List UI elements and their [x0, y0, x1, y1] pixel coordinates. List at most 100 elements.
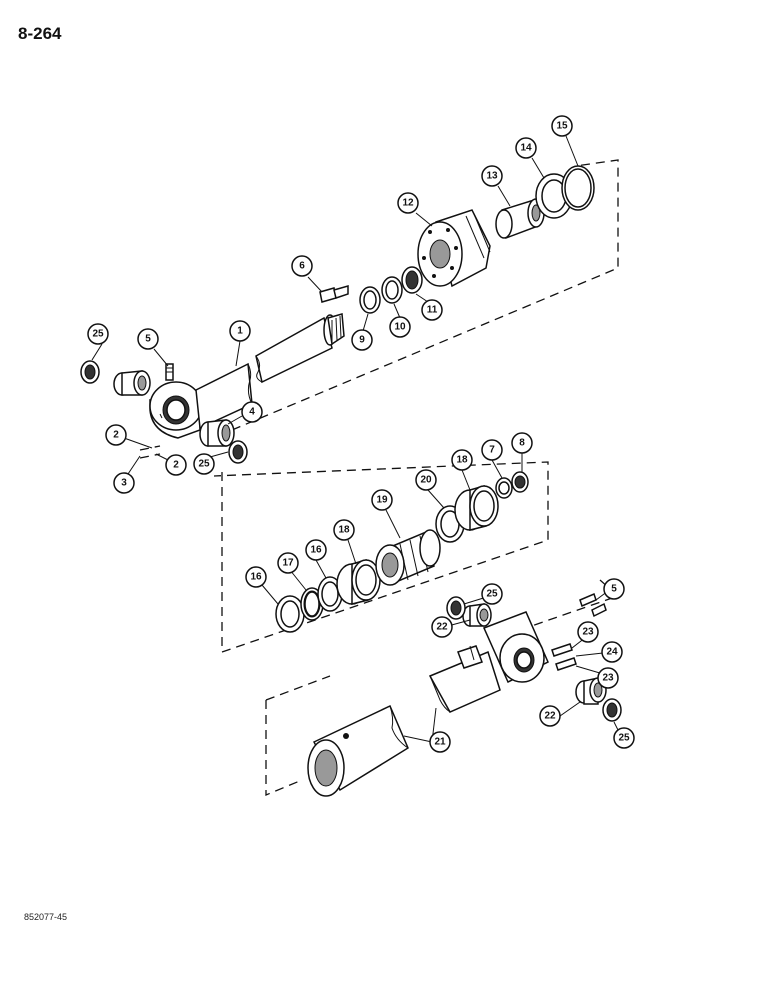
callout-21: 21: [429, 731, 451, 753]
ring-17-part: [300, 587, 324, 621]
svg-text:25: 25: [198, 459, 210, 470]
seal-16-right-part: [317, 576, 343, 612]
svg-text:22: 22: [544, 711, 556, 722]
grease-fitting-lower-part: [579, 592, 607, 618]
svg-text:15: 15: [556, 121, 568, 132]
callout-4: 4: [241, 401, 263, 423]
bolt-part: [319, 285, 349, 303]
callout-22-lower: 22: [539, 705, 561, 727]
svg-text:5: 5: [145, 334, 151, 345]
svg-text:21: 21: [434, 737, 446, 748]
seal-lower-upper-part: [446, 596, 466, 620]
callout-6: 6: [291, 255, 313, 277]
callout-24: 24: [601, 641, 623, 663]
callout-14: 14: [515, 137, 537, 159]
ring-9-part: [359, 286, 381, 314]
callout-13: 13: [481, 165, 503, 187]
svg-text:17: 17: [282, 558, 294, 569]
piston-head-part: [417, 209, 491, 288]
bearing-18-right-part: [454, 485, 499, 531]
seal-16-left-part: [275, 595, 305, 633]
bushing-22-lower-part: [575, 677, 607, 705]
callout-9: 9: [351, 329, 373, 351]
snap-ring-part: [561, 165, 595, 211]
callout-25-lower-lower: 25: [613, 727, 635, 749]
figure-code: 852077-45: [24, 912, 68, 922]
svg-text:25: 25: [486, 589, 498, 600]
bushing-22-upper-part: [462, 603, 492, 627]
ring-11-part: [401, 266, 423, 294]
callout-1: 1: [229, 320, 251, 342]
callout-11: 11: [421, 299, 443, 321]
svg-text:11: 11: [427, 305, 438, 316]
seal-upper-right-part: [228, 440, 248, 464]
callout-18-left: 18: [333, 519, 355, 541]
callout-23-upper: 23: [577, 621, 599, 643]
svg-text:22: 22: [436, 622, 448, 633]
callout-5-lower: 5: [603, 578, 625, 600]
callout-15: 15: [551, 115, 573, 137]
rod-eye-part: [149, 381, 203, 439]
seal-upper-left-part: [80, 360, 100, 384]
dashed-outline-middle: [213, 461, 549, 653]
ring-7-part: [495, 477, 513, 499]
fitting-23-24-part: [551, 643, 577, 671]
svg-text:7: 7: [489, 445, 495, 456]
barrel-part: [307, 611, 549, 797]
svg-text:10: 10: [394, 322, 406, 333]
svg-text:9: 9: [359, 335, 365, 346]
svg-text:1: 1: [237, 326, 243, 337]
callout-10: 10: [389, 316, 411, 338]
callout-12: 12: [397, 192, 419, 214]
svg-text:8: 8: [519, 438, 525, 449]
svg-text:19: 19: [376, 495, 388, 506]
svg-text:25: 25: [618, 733, 630, 744]
callout-5-upper: 5: [137, 328, 159, 350]
ring-10-part: [381, 276, 403, 304]
svg-text:18: 18: [338, 525, 350, 536]
callout-17: 17: [277, 552, 299, 574]
leader-lines: [91, 135, 623, 743]
svg-text:23: 23: [582, 627, 594, 638]
seal-lower-lower-part: [602, 698, 622, 722]
callout-19: 19: [371, 489, 393, 511]
svg-text:13: 13: [486, 171, 498, 182]
svg-text:24: 24: [606, 647, 618, 658]
svg-text:25: 25: [92, 329, 104, 340]
callout-7: 7: [481, 439, 503, 461]
callout-23-lower: 23: [597, 667, 619, 689]
dashed-outline-lower: [265, 579, 620, 796]
callout-18-right: 18: [451, 449, 473, 471]
svg-text:18: 18: [456, 455, 468, 466]
svg-text:23: 23: [602, 673, 614, 684]
svg-text:3: 3: [121, 478, 127, 489]
svg-text:5: 5: [611, 584, 617, 595]
bushing-left-part: [113, 370, 151, 396]
sleeve-part: [495, 198, 545, 240]
callout-2-lower: 2: [165, 454, 187, 476]
svg-text:14: 14: [520, 143, 532, 154]
callout-3: 3: [113, 472, 135, 494]
callout-25-lower-upper: 25: [481, 583, 503, 605]
callout-8: 8: [511, 432, 533, 454]
ring-8-part: [511, 471, 529, 493]
callout-16-right: 16: [305, 539, 327, 561]
svg-text:6: 6: [299, 261, 305, 272]
piston-rod-part: [195, 313, 345, 430]
callout-25-upper-left: 25: [87, 323, 109, 345]
bushing-right-part: [199, 419, 235, 447]
callout-2-upper: 2: [105, 424, 127, 446]
page-number: 8-264: [18, 24, 62, 43]
svg-text:20: 20: [420, 475, 432, 486]
gland-19-part: [375, 529, 441, 586]
svg-text:2: 2: [173, 460, 179, 471]
svg-text:16: 16: [250, 572, 262, 583]
bearing-18-left-part: [336, 559, 381, 605]
callout-22-upper: 22: [431, 616, 453, 638]
svg-text:4: 4: [249, 407, 255, 418]
grease-fitting-upper-part: [165, 363, 174, 381]
svg-text:12: 12: [402, 198, 414, 209]
svg-text:2: 2: [113, 430, 119, 441]
callout-16-left: 16: [245, 566, 267, 588]
